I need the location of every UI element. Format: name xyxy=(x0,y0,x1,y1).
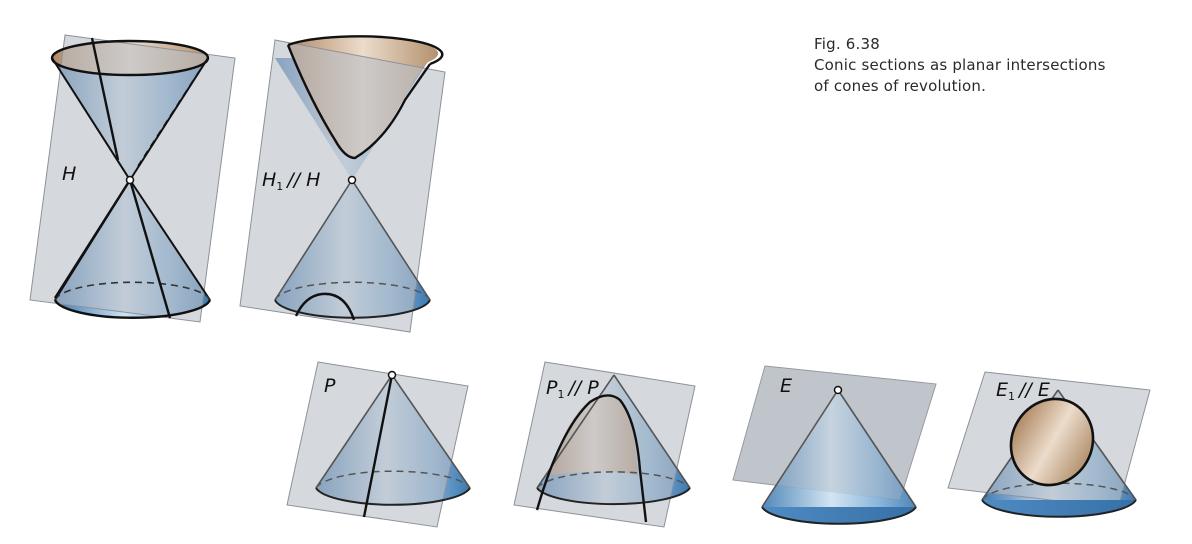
label-p1-sub: 1 xyxy=(557,388,564,401)
generator-lower-left-h xyxy=(53,179,132,299)
label-p1-rel: // P xyxy=(566,377,599,399)
base-front-p xyxy=(315,487,471,506)
label-e1-main: E xyxy=(996,379,1008,401)
cone-left-edge-e xyxy=(761,389,839,508)
label-e1-rel: // E xyxy=(1017,379,1050,401)
cone-e xyxy=(762,390,916,524)
label-e1-sub: 1 xyxy=(1008,390,1015,403)
caption-line-2: of cones of revolution. xyxy=(814,77,987,95)
label-p1: P1// P xyxy=(546,377,599,401)
label-h1-sub: 1 xyxy=(276,180,283,193)
cone-right-edge-p xyxy=(391,374,471,489)
upper-right-edge-h xyxy=(129,57,209,181)
label-p: P xyxy=(324,375,336,397)
label-h1: H1// H xyxy=(262,169,320,193)
caption-fig-number: Fig. 6.38 xyxy=(814,35,880,53)
figure-h: H xyxy=(29,34,236,323)
upper-rim-h1 xyxy=(287,35,444,66)
parabola-curve-p1 xyxy=(535,394,648,523)
base-back-p xyxy=(315,470,471,489)
apex-point-h1 xyxy=(347,175,357,185)
caption-line-1: Conic sections as planar intersections xyxy=(814,56,1106,74)
base-back-p1 xyxy=(536,471,691,489)
plane-e-overlay xyxy=(733,366,936,500)
figure-h1: H1// H xyxy=(239,35,446,333)
cone-right-edge-e xyxy=(837,389,917,508)
cone-right-edge-p1 xyxy=(613,374,691,489)
generator-lower-right-h xyxy=(128,179,172,319)
figure-p: P xyxy=(286,361,471,528)
label-e: E xyxy=(780,375,792,397)
base-back-h xyxy=(54,281,211,301)
lower-right-edge-h1 xyxy=(351,179,431,301)
base-front-e1 xyxy=(981,499,1137,518)
base-front-h xyxy=(53,299,212,319)
figure-e1: E1// E xyxy=(947,371,1151,518)
base-back-e1 xyxy=(981,482,1137,501)
figure-e: E xyxy=(732,365,937,525)
cone-left-edge-p xyxy=(315,374,393,489)
label-p1-main: P xyxy=(546,377,558,399)
apex-point-e xyxy=(833,385,843,395)
apex-point-h xyxy=(125,175,135,185)
label-h1-main: H xyxy=(262,169,276,191)
plane-h1 xyxy=(239,39,446,333)
lower-right-edge-h xyxy=(129,179,211,301)
apex-point-p xyxy=(387,370,397,380)
base-front-p1 xyxy=(536,487,691,506)
hyperbola-lower-branch-h1 xyxy=(294,292,356,321)
base-e xyxy=(761,506,917,525)
figure-p1: P1// P xyxy=(513,361,696,528)
base-back-h1 xyxy=(274,281,431,301)
ellipse-section-e1 xyxy=(1009,397,1095,487)
hyperbola-upper-branch-h1 xyxy=(286,44,431,160)
generator-line-p xyxy=(362,374,394,518)
generator-upper-front-h xyxy=(90,37,120,161)
lower-left-edge-h1 xyxy=(274,179,353,301)
plane-p1 xyxy=(513,361,696,528)
label-h: H xyxy=(62,163,76,185)
label-h1-rel: // H xyxy=(285,169,320,191)
figure-caption: Fig. 6.38 Conic sections as planar inter… xyxy=(814,34,1106,97)
label-e1: E1// E xyxy=(996,379,1050,403)
